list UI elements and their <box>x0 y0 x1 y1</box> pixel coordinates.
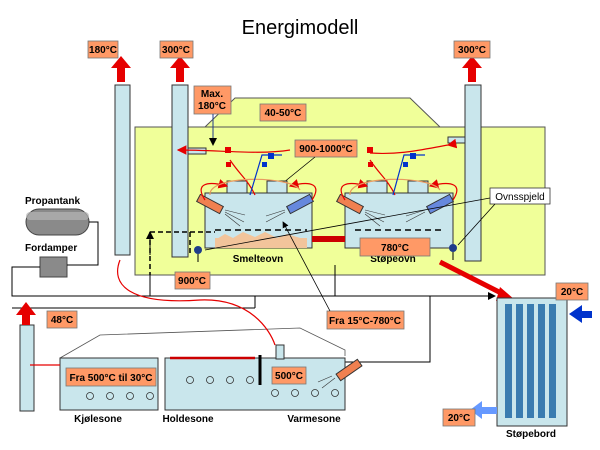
transfer-pipe <box>312 236 345 242</box>
label-180-top: 180°C <box>87 40 119 59</box>
propane-tank <box>25 208 90 236</box>
ovnsspjeld-pointer <box>457 203 496 246</box>
valves <box>225 147 416 167</box>
label-780: 780°C <box>359 237 431 257</box>
label-fra-15-780: Fra 15°C-780°C <box>326 310 405 330</box>
diagram-title: Energimodell <box>242 17 359 39</box>
svg-text:Fra 15°C-780°C: Fra 15°C-780°C <box>329 316 401 327</box>
label-300-left: 300°C <box>159 40 194 59</box>
cold-water-in-arrow <box>569 305 592 323</box>
burner-heat-zone <box>317 358 363 389</box>
label-stopebord: Støpebord <box>506 429 556 440</box>
label-500: 500°C <box>271 366 307 385</box>
exhaust-arrow-right <box>462 56 482 82</box>
chimney-middle <box>171 84 207 258</box>
svg-text:500°C: 500°C <box>275 371 303 382</box>
exhaust-pipe-left <box>16 302 36 412</box>
label-40-50: 40-50°C <box>259 103 307 122</box>
label-max-180: Max. 180°C <box>193 85 232 115</box>
label-varmesone: Varmesone <box>287 414 341 425</box>
svg-text:900-1000°C: 900-1000°C <box>299 144 352 155</box>
pointer-fra-15-780 <box>282 221 331 312</box>
oven-rollers <box>86 376 339 400</box>
svg-text:180°C: 180°C <box>198 101 226 112</box>
svg-text:Max.: Max. <box>201 89 223 100</box>
label-fra-500-30: Fra 500°C til 30°C <box>65 367 157 387</box>
evaporator <box>39 256 68 278</box>
label-300-right: 300°C <box>453 40 491 59</box>
burner-melt-right <box>285 193 315 215</box>
air-lines <box>249 154 425 196</box>
svg-text:20°C: 20°C <box>561 287 583 298</box>
label-ovnsspjeld: Ovnsspjeld <box>489 187 551 205</box>
svg-text:48°C: 48°C <box>51 315 73 326</box>
svg-text:Ovnsspjeld: Ovnsspjeld <box>495 192 544 203</box>
label-20-top: 20°C <box>555 282 589 301</box>
gas-to-heat-zone <box>329 296 431 366</box>
oven-air-lines <box>30 259 276 366</box>
exhaust-arrow-left <box>111 56 131 82</box>
svg-text:20°C: 20°C <box>448 413 470 424</box>
svg-text:Fra 500°C til 30°C: Fra 500°C til 30°C <box>69 373 152 384</box>
label-kjolesone: Kjølesone <box>74 414 122 425</box>
svg-text:180°C: 180°C <box>89 45 117 56</box>
dashed-flue-path <box>149 231 215 275</box>
burner-melt-left <box>195 193 225 215</box>
burner-hold-left <box>335 193 365 215</box>
label-stopeovn: Støpeovn <box>370 254 416 265</box>
label-20-bottom: 20°C <box>442 408 476 427</box>
warm-water-out-arrow <box>470 401 497 419</box>
burner-hold-right <box>425 193 455 215</box>
chimney-left <box>114 84 131 256</box>
flue-damper-left <box>194 246 202 262</box>
propane-line <box>67 221 99 266</box>
label-smelteovn: Smelteovn <box>233 254 284 265</box>
label-900: 900°C <box>174 271 211 290</box>
svg-text:300°C: 300°C <box>458 45 486 56</box>
ovnsspjeld-pointer-left <box>204 197 491 251</box>
svg-text:780°C: 780°C <box>381 243 409 254</box>
flame-lines <box>224 209 426 227</box>
label-48: 48°C <box>46 310 78 329</box>
preheat-loops <box>209 178 441 196</box>
label-fordamper: Fordamper <box>25 243 77 254</box>
flue-damper-right <box>449 244 457 260</box>
svg-text:900°C: 900°C <box>178 276 206 287</box>
flue-lines <box>176 138 458 155</box>
casting-table <box>496 297 568 427</box>
label-propantank: Propantank <box>25 196 80 207</box>
svg-text:300°C: 300°C <box>162 45 190 56</box>
gas-branch <box>12 296 256 309</box>
svg-text:40-50°C: 40-50°C <box>265 108 302 119</box>
label-900-1000: 900-1000°C <box>294 139 358 158</box>
label-holdesone: Holdesone <box>162 414 214 425</box>
exhaust-arrow-middle <box>170 56 190 82</box>
gas-supply-line <box>11 266 150 297</box>
